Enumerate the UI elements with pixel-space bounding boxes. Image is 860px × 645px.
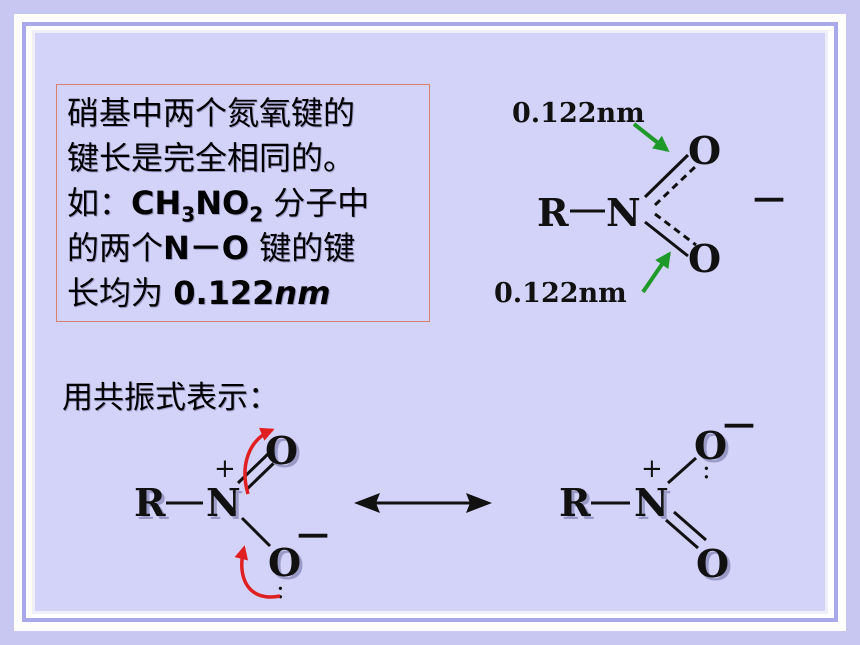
resonance-arrow (354, 493, 492, 513)
right-n-o-double-bond-b (673, 510, 707, 542)
line3-prefix: 如： (67, 184, 132, 222)
description-line-2: 键长是完全相同的。 (67, 139, 356, 177)
top-structure: 0.122nm 0.122nm R N O O － (494, 98, 788, 309)
left-o-negative-charge: － (294, 514, 332, 559)
top-negative-charge: － (750, 178, 788, 223)
right-n-o-single-bond (667, 456, 697, 485)
line4-suffix: 键的键 (249, 229, 356, 267)
line5-prefix: 长均为 (67, 274, 174, 312)
formula-ch: CH (131, 184, 182, 222)
description-box: 硝基中两个氮氧键的 键长是完全相同的。 如：CH3NO2 分子中 的两个N－O … (56, 84, 430, 322)
left-n-o-single-bond (240, 516, 272, 548)
top-n-atom: N (606, 190, 641, 235)
left-r-atom-shadow: R (137, 483, 169, 528)
green-arrow-top (632, 122, 670, 152)
right-r-atom: R (559, 480, 591, 525)
resonance-arrow-right-head (466, 493, 492, 513)
description-line-4: 的两个N－O 键的键 (67, 226, 421, 271)
right-o-upper-atom-shadow: O (697, 426, 730, 471)
formula-no: NO (195, 184, 250, 222)
right-n-atom: N (634, 480, 669, 525)
resonance-label: 用共振式表示： (62, 380, 279, 416)
right-r-atom-shadow: R (562, 483, 594, 528)
slide-background (32, 30, 828, 614)
resonance-arrow-left-head (354, 493, 380, 513)
top-n-o-upper-solid-bond (643, 153, 690, 199)
description-line-3: 如：CH3NO2 分子中 (67, 181, 421, 226)
right-n-plus-charge: + (641, 454, 663, 484)
line5-unit: nm (274, 274, 331, 312)
top-n-o-lower-solid-bond (644, 220, 689, 258)
middle-frame (22, 22, 838, 622)
top-r-atom: R (537, 190, 569, 235)
top-o-lower-atom: O (688, 236, 721, 281)
top-o-upper-atom: O (688, 128, 721, 173)
left-o-lower-atom-shadow: O (271, 543, 304, 588)
left-n-atom-shadow: N (209, 483, 244, 528)
left-n-atom: N (206, 480, 241, 525)
top-n-o-lower-dashed-bond (654, 212, 697, 247)
description-line-5: 长均为 0.122nm (67, 271, 421, 316)
bond-length-bottom-label: 0.122nm (494, 278, 627, 309)
description-line-1: 硝基中两个氮氧键的 (67, 94, 356, 132)
line3-suffix: 分子中 (263, 184, 370, 222)
left-resonance-structure: R R + N N O O O O － : (134, 427, 332, 605)
red-curved-arrow-upper (243, 427, 275, 495)
bond-length-top-label: 0.122nm (512, 98, 645, 129)
right-o-lower-atom-shadow: O (699, 544, 732, 589)
formula-sub-3: 3 (181, 202, 196, 227)
right-o-lower-atom: O (696, 541, 729, 586)
right-o-negative-charge: － (720, 404, 758, 449)
right-o-lone-pair: : (702, 455, 711, 485)
left-o-lone-pair: : (276, 575, 285, 605)
right-resonance-structure: R R + N N O O － : O O (559, 404, 758, 589)
line4-prefix: 的两个 (67, 229, 164, 267)
line5-value: 0.122 (173, 274, 275, 312)
left-n-o-double-bond-b (244, 459, 278, 492)
top-n-o-upper-dashed-bond (653, 165, 697, 207)
left-o-lower-atom: O (268, 540, 301, 585)
right-o-upper-atom: O (694, 423, 727, 468)
right-n-o-double-bond-a (665, 518, 699, 550)
green-arrow-bottom (641, 251, 671, 294)
line4-bond: N－O (163, 229, 250, 267)
left-o-upper-atom: O (265, 428, 298, 473)
red-curved-arrow-lower (234, 545, 281, 599)
left-r-atom: R (134, 480, 166, 525)
left-n-plus-charge: + (214, 454, 236, 484)
left-n-o-double-bond-a (236, 452, 270, 485)
formula-sub-2: 2 (249, 202, 264, 227)
